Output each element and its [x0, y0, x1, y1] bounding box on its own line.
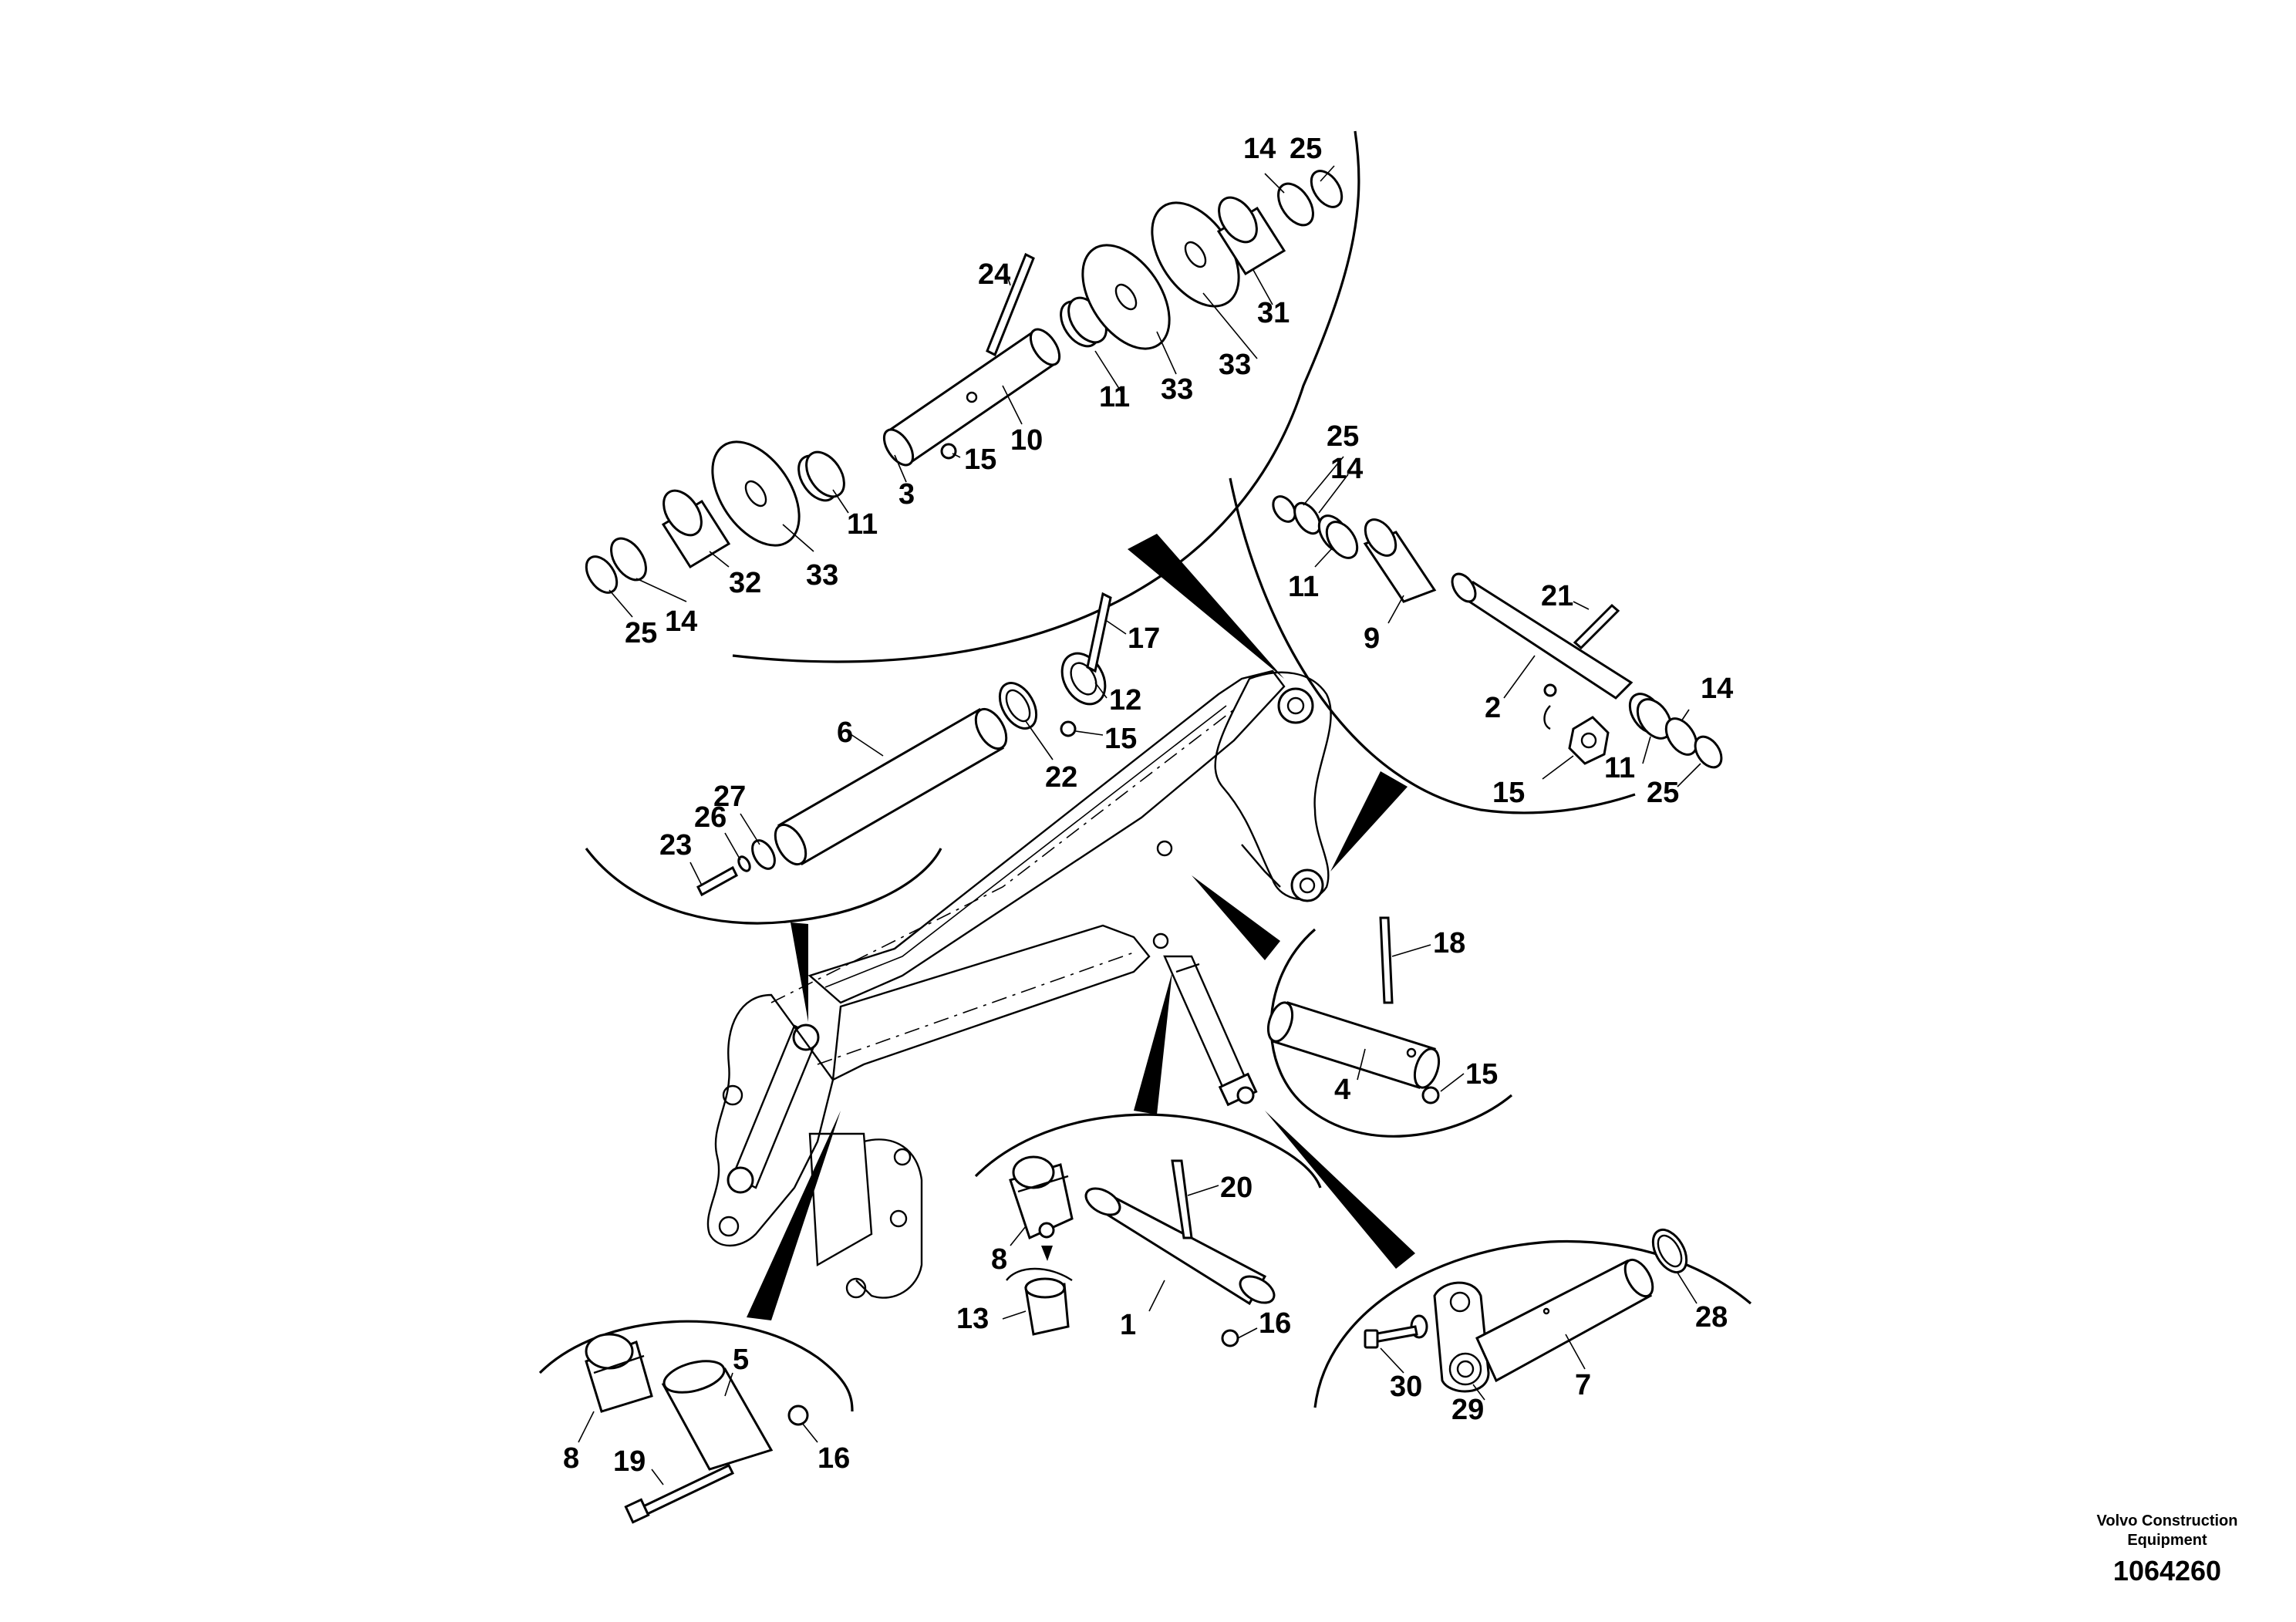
callout-25: 25: [1290, 133, 1322, 165]
center-lower-detail-parts: [1002, 1155, 1276, 1347]
wedge-to-right-middle-detail: [1192, 875, 1280, 960]
wedge-to-center-detail: [1134, 972, 1172, 1114]
callout-31: 31: [1257, 297, 1290, 329]
callout-23: 23: [659, 829, 692, 862]
callout-3: 3: [899, 478, 915, 511]
callout-11: 11: [847, 508, 878, 541]
top-detail-parts: [585, 165, 1344, 618]
callout-11: 11: [1604, 752, 1635, 784]
callout-5: 5: [733, 1344, 749, 1376]
publisher-line-1: Volvo Construction: [2096, 1512, 2238, 1529]
callout-13: 13: [956, 1303, 989, 1335]
callout-15: 15: [1465, 1058, 1498, 1091]
callout-26: 26: [694, 801, 727, 834]
callout-22: 22: [1045, 761, 1077, 794]
callout-24: 24: [978, 258, 1010, 291]
wedge-to-lower-left-detail: [747, 1111, 841, 1320]
callout-14: 14: [665, 605, 697, 638]
detail-arc-top: [732, 130, 1360, 663]
callout-15: 15: [964, 443, 996, 476]
right-upper-detail-parts: [1272, 456, 1723, 787]
callout-8: 8: [563, 1442, 579, 1475]
callout-15: 15: [1492, 777, 1525, 809]
callout-32: 32: [729, 567, 761, 599]
lower-left-detail-parts: [578, 1333, 818, 1524]
wedge-to-lower-right-detail: [1265, 1111, 1415, 1269]
callout-25: 25: [625, 617, 657, 649]
callout-11: 11: [1099, 381, 1130, 413]
detail-arc-right-middle: [1269, 928, 1513, 1138]
callout-18: 18: [1433, 927, 1465, 959]
right-middle-detail-parts: [1266, 916, 1465, 1104]
callout-33: 33: [806, 559, 838, 592]
callout-7: 7: [1575, 1369, 1591, 1401]
drawing-number: 1064260: [2112, 1555, 2222, 1587]
callout-14: 14: [1701, 673, 1733, 705]
wedge-to-left-detail: [791, 922, 808, 1022]
detail-arc-lower-right: [1313, 1239, 1752, 1408]
callout-15: 15: [1104, 723, 1137, 755]
callout-16: 16: [818, 1442, 850, 1475]
detail-arc-left-middle: [585, 848, 942, 925]
wedge-to-top-detail: [1128, 534, 1284, 679]
callout-14: 14: [1243, 133, 1276, 165]
callout-33: 33: [1219, 349, 1251, 381]
callout-6: 6: [837, 717, 853, 749]
callout-8: 8: [991, 1243, 1007, 1276]
callout-25: 25: [1647, 777, 1679, 809]
lower-right-detail-parts: [1364, 1229, 1698, 1401]
callout-28: 28: [1695, 1301, 1728, 1334]
boom-assembly: [706, 669, 1332, 1299]
left-middle-detail-parts: [689, 592, 1127, 897]
callout-21: 21: [1541, 580, 1573, 612]
callout-12: 12: [1109, 684, 1141, 717]
wedge-to-right-detail: [1330, 771, 1408, 872]
detail-arc-center-lower: [974, 1113, 1322, 1189]
callout-27: 27: [713, 781, 746, 813]
callout-10: 10: [1010, 424, 1043, 457]
callout-9: 9: [1364, 622, 1380, 655]
pointer-wedges: [747, 534, 1415, 1320]
publisher-label: Volvo Construction Equipment: [2052, 1512, 2283, 1550]
callout-2: 2: [1485, 692, 1501, 724]
callout-20: 20: [1220, 1172, 1253, 1204]
callout-30: 30: [1390, 1371, 1422, 1403]
callout-33: 33: [1161, 373, 1193, 406]
callout-labels: 14 25 24 31 33 33 11 10 15 3 11 33 32 14…: [563, 133, 1733, 1478]
callout-16: 16: [1259, 1307, 1291, 1340]
callout-1: 1: [1120, 1309, 1136, 1341]
detail-arc-right-upper: [1229, 477, 1636, 814]
callout-14: 14: [1330, 453, 1363, 485]
callout-25: 25: [1327, 420, 1359, 453]
callout-19: 19: [613, 1445, 646, 1478]
callout-4: 4: [1334, 1074, 1350, 1106]
callout-11: 11: [1288, 571, 1319, 603]
publisher-line-2: Equipment: [2127, 1532, 2207, 1549]
callout-17: 17: [1128, 622, 1160, 655]
callout-29: 29: [1451, 1394, 1484, 1426]
